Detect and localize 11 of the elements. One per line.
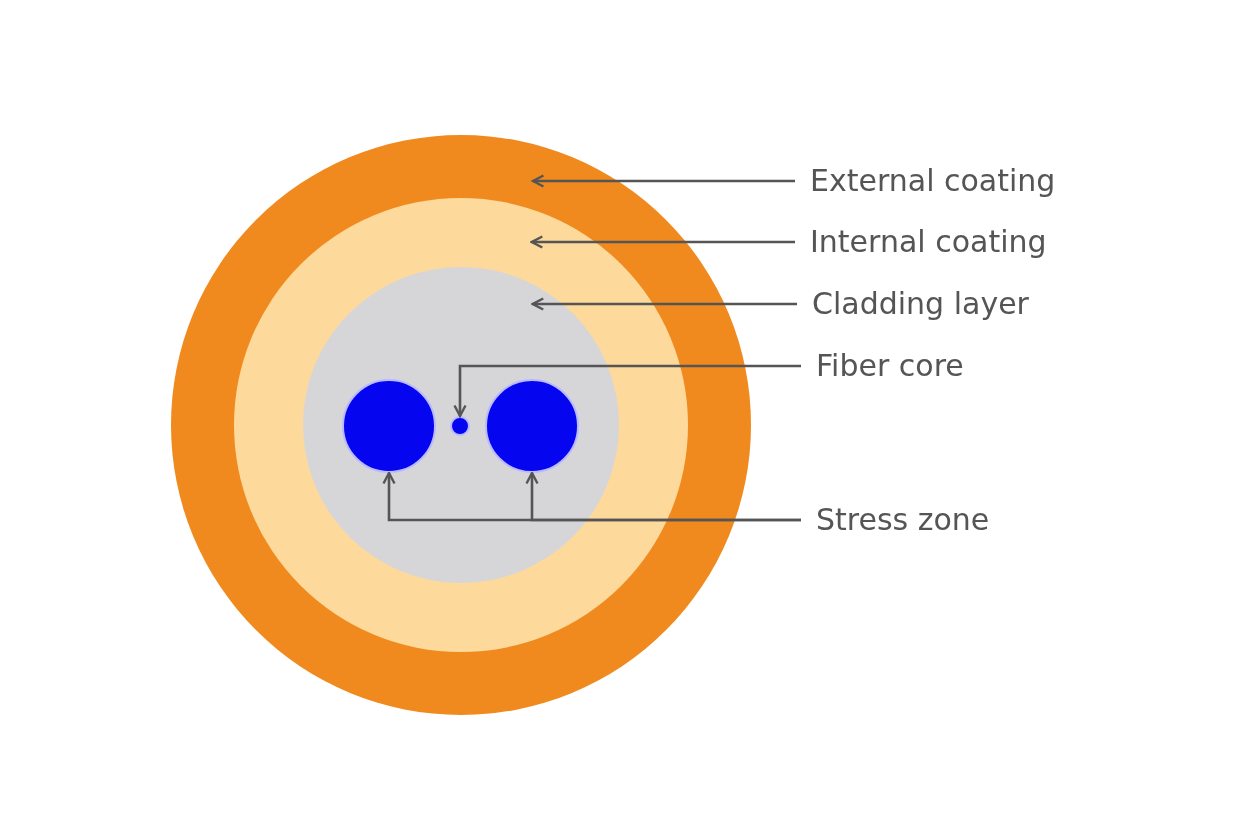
- callout-label: Stress zone: [816, 502, 990, 538]
- leader-line: [531, 174, 795, 188]
- leader-line: [531, 297, 797, 311]
- callout-label: Fiber core: [816, 348, 964, 384]
- callout-label: External coating: [810, 163, 1056, 199]
- leader-line: [453, 364, 801, 418]
- leader-line: [530, 235, 795, 249]
- core-dot: [450, 416, 470, 436]
- callout-label: Cladding layer: [812, 286, 1029, 322]
- callout-label: Internal coating: [810, 224, 1047, 260]
- leader-line: [525, 471, 801, 522]
